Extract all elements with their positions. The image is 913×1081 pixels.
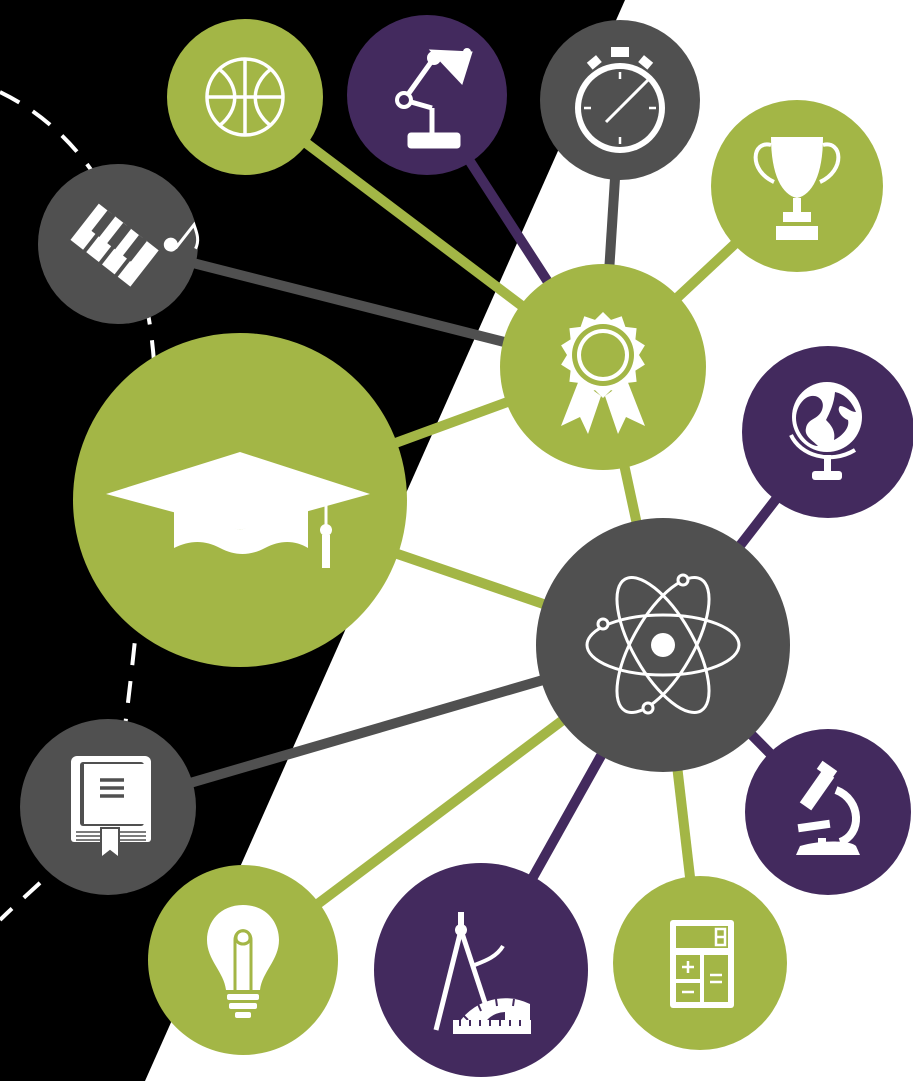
node-core-atom <box>536 518 790 772</box>
compass-protractor-icon <box>433 912 531 1034</box>
node-piano-keys <box>38 164 200 324</box>
node-stopwatch <box>540 20 700 180</box>
book-icon <box>71 756 151 861</box>
node-compass-protractor <box>374 863 588 1077</box>
microscope-icon <box>796 760 860 855</box>
node-trophy <box>711 100 883 272</box>
trophy-icon <box>753 137 841 240</box>
node-basketball <box>167 19 323 175</box>
node-desk-lamp <box>347 15 507 175</box>
calculator-icon <box>670 920 734 1008</box>
node-graduation-cap <box>73 333 407 667</box>
atom-icon <box>585 573 741 715</box>
desk-lamp-icon <box>395 48 473 149</box>
stopwatch-icon <box>575 47 665 153</box>
node-globe <box>742 346 913 518</box>
node-book <box>20 719 196 895</box>
lightbulb-icon <box>207 905 279 1018</box>
graduation-cap-icon <box>106 452 370 568</box>
node-lightbulb <box>148 865 338 1055</box>
node-calculator <box>613 876 787 1050</box>
node-hub-award <box>500 264 706 470</box>
basketball-icon <box>205 57 285 137</box>
piano-keys-icon <box>70 203 200 287</box>
globe-icon <box>789 382 862 480</box>
award-ribbon-icon <box>561 312 645 434</box>
node-microscope <box>745 729 911 895</box>
